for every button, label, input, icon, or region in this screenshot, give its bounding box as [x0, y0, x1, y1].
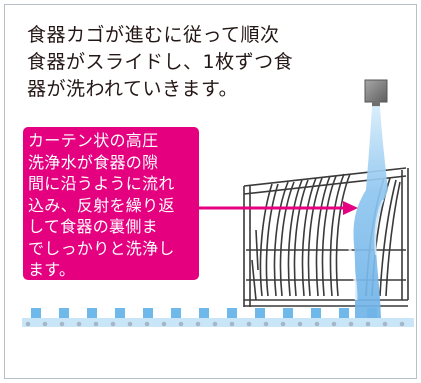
callout-box: カーテン状の高圧 洗浄水が食器の隙 間に沿うように流れ 込み、反射を繰り返 して…	[23, 127, 199, 280]
intro-text: 食器カゴが進むに従って順次 食器がスライドし、1枚ずつ食 器が洗われていきます。	[27, 24, 294, 100]
callout-text: カーテン状の高圧 洗浄水が食器の隙 間に沿うように流れ 込み、反射を繰り返 して…	[28, 131, 175, 279]
water-curtain-icon	[345, 106, 388, 318]
arrow-icon	[199, 201, 358, 215]
nozzle-icon	[364, 79, 388, 107]
